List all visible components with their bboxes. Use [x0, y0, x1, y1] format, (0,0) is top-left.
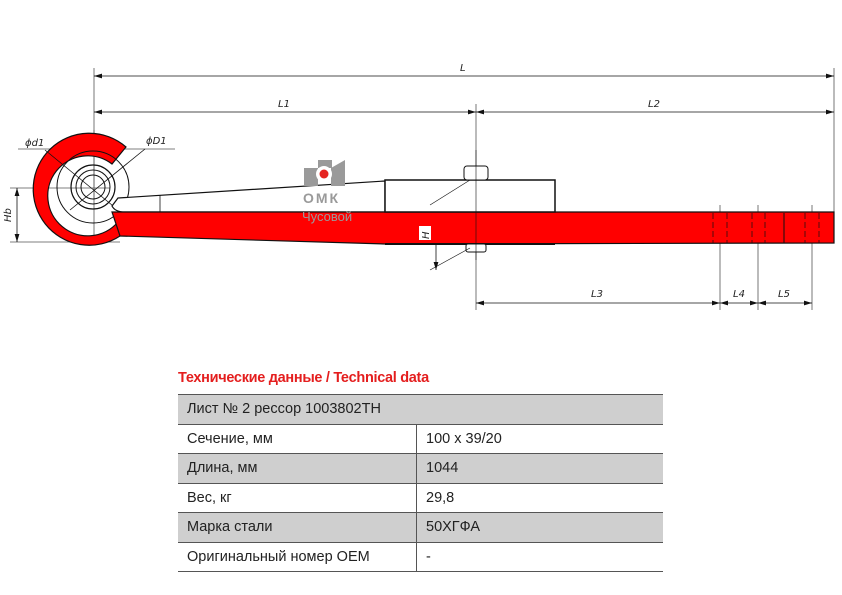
row-label: Вес, кг [178, 483, 417, 513]
omk-logo: ОМК Чусовой [302, 160, 352, 224]
svg-text:Чусовой: Чусовой [302, 209, 352, 224]
main-leaf [111, 211, 835, 245]
svg-text:ОМК: ОМК [303, 190, 340, 206]
label-d1: ϕd1 [25, 138, 44, 149]
tech-data-title: Технические данные / Technical data [178, 370, 429, 386]
table-row: Оригинальный номер OEM- [178, 542, 663, 572]
row-value: 29,8 [416, 483, 663, 513]
row-label: Марка стали [178, 512, 417, 543]
row-value: 50ХГФА [416, 512, 663, 543]
spring-eye [32, 132, 127, 246]
row-value: - [416, 542, 663, 572]
label-L3: L3 [591, 289, 603, 300]
table-header: Лист № 2 рессор 1003802TH [178, 394, 663, 425]
label-H: H [421, 231, 432, 239]
label-L5: L5 [778, 289, 790, 300]
label-L1: L1 [278, 99, 290, 110]
row-value: 1044 [416, 453, 663, 484]
table-header-row: Лист № 2 рессор 1003802TH [178, 394, 663, 425]
clamp [384, 179, 556, 213]
spring-leaf-drawing: ОМК Чусовой L L1 L2 L3 L4 L5 ϕd1 ϕD1 Hb … [3, 63, 835, 310]
row-label: Оригинальный номер OEM [178, 542, 417, 572]
label-D1: ϕD1 [146, 136, 167, 147]
label-L: L [460, 63, 466, 74]
row-value: 100 x 39/20 [416, 424, 663, 454]
label-Hb: Hb [3, 208, 14, 222]
label-L2: L2 [648, 99, 660, 110]
row-label: Длина, мм [178, 453, 417, 484]
row-label: Сечение, мм [178, 424, 417, 454]
label-L4: L4 [733, 289, 745, 300]
